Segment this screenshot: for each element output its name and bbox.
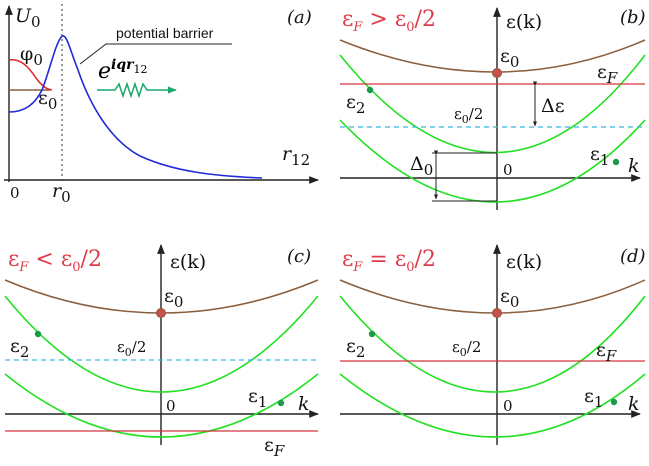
panel-d-eps1-dot: [610, 398, 618, 406]
panel-d-origin-label: 0: [503, 397, 513, 415]
panel-d-letter: (d): [620, 246, 646, 267]
panel-c-origin-label: 0: [166, 397, 176, 415]
panel-c-k-label: k: [298, 393, 310, 415]
panel-d-eps2-label: ε2: [346, 335, 365, 361]
panel-d-green-band-top: [339, 295, 646, 393]
panel-a-barrier-note: potential barrier: [116, 25, 214, 41]
panel-b-axis-label: ε(k): [506, 11, 542, 33]
panel-a-phi-label: φ0: [20, 43, 43, 69]
panel-b-green-band-top: [339, 54, 646, 154]
panel-b-half-label: ε0/2: [454, 105, 483, 126]
panel-b-green-band-bottom: [339, 119, 646, 203]
panel-a-phi0-curve: [8, 58, 53, 91]
panel-d-eps0-dot: [492, 308, 502, 318]
panel-c-title: εF < ε0/2: [8, 247, 102, 275]
panel-b-origin-label: 0: [503, 161, 513, 179]
panel-c-half-label: ε0/2: [117, 338, 146, 359]
panel-c-eps0-label: ε0: [164, 285, 183, 311]
panel-b-delta-eps-label: Δε: [541, 95, 565, 117]
panel-b-eps0-dot: [492, 68, 502, 78]
panel-c-green-band-top: [4, 295, 319, 393]
panel-b: (b) εF > ε0/2 ε(k) ε0 εF ε2 ε0/2 Δε Δ0 0…: [339, 7, 646, 210]
panel-c-axis-label: ε(k): [170, 251, 206, 273]
panel-d-eps0-label: ε0: [500, 285, 519, 311]
panel-b-eps1-label: ε1: [590, 143, 609, 169]
panel-a-barrier-pointer: [79, 43, 232, 65]
panel-a-letter: (a): [287, 7, 312, 28]
panel-d-axis-label: ε(k): [506, 251, 542, 273]
panel-c-eps1-dot: [277, 399, 285, 407]
panel-b-eps2-label: ε2: [346, 91, 365, 117]
panel-d-k-label: k: [628, 393, 640, 415]
panel-b-eps0-label: ε0: [500, 45, 519, 71]
panel-a-x-label: r12: [282, 143, 310, 169]
panel-a-eps0-label: ε0: [38, 87, 57, 113]
panel-d-eps2-dot: [368, 330, 376, 338]
panel-c-green-band-bottom: [4, 373, 319, 438]
panel-d-epsF-label: εF: [596, 339, 617, 365]
panel-b-k-label: k: [628, 155, 640, 177]
panel-a-origin-label: 0: [10, 184, 20, 202]
panel-a: (a) U0 φ0 ε0 potential barrier eiqr12 r1…: [4, 4, 319, 206]
panel-d-green-band-bottom: [339, 373, 646, 438]
panel-b-eps1-dot: [612, 158, 620, 166]
panel-b-title: εF > ε0/2: [342, 7, 436, 35]
panel-a-wave-arrow: [97, 81, 177, 99]
panel-c: (c) εF < ε0/2 ε(k) ε0 ε2 ε0/2 0 ε1 k εF: [4, 244, 319, 460]
panel-b-eps2-dot: [366, 86, 374, 94]
panel-a-potential-curve: [8, 35, 263, 179]
panel-c-eps0-dot: [156, 308, 166, 318]
panel-d: (d) εF = ε0/2 ε(k) ε0 ε2 ε0/2 εF 0 ε1 k: [339, 244, 646, 445]
panel-d-eps1-label: ε1: [584, 385, 603, 411]
panel-b-letter: (b): [620, 7, 646, 28]
panel-a-r0-label: r0: [52, 180, 71, 206]
panel-c-eps2-label: ε2: [10, 335, 29, 361]
panel-c-eps1-label: ε1: [248, 385, 267, 411]
panel-a-wave-label: eiqr12: [98, 57, 148, 84]
panel-b-delta0-label: Δ0: [410, 153, 433, 179]
panel-d-half-label: ε0/2: [452, 338, 481, 359]
panel-d-eps0-band: [339, 279, 646, 314]
panel-d-title: εF = ε0/2: [342, 247, 436, 275]
panel-a-y-label: U0: [15, 5, 41, 31]
panel-c-letter: (c): [287, 246, 311, 267]
panel-c-eps2-dot: [34, 330, 42, 338]
panel-c-epsF-label: εF: [264, 434, 285, 460]
panel-b-epsF-label: εF: [597, 61, 618, 87]
